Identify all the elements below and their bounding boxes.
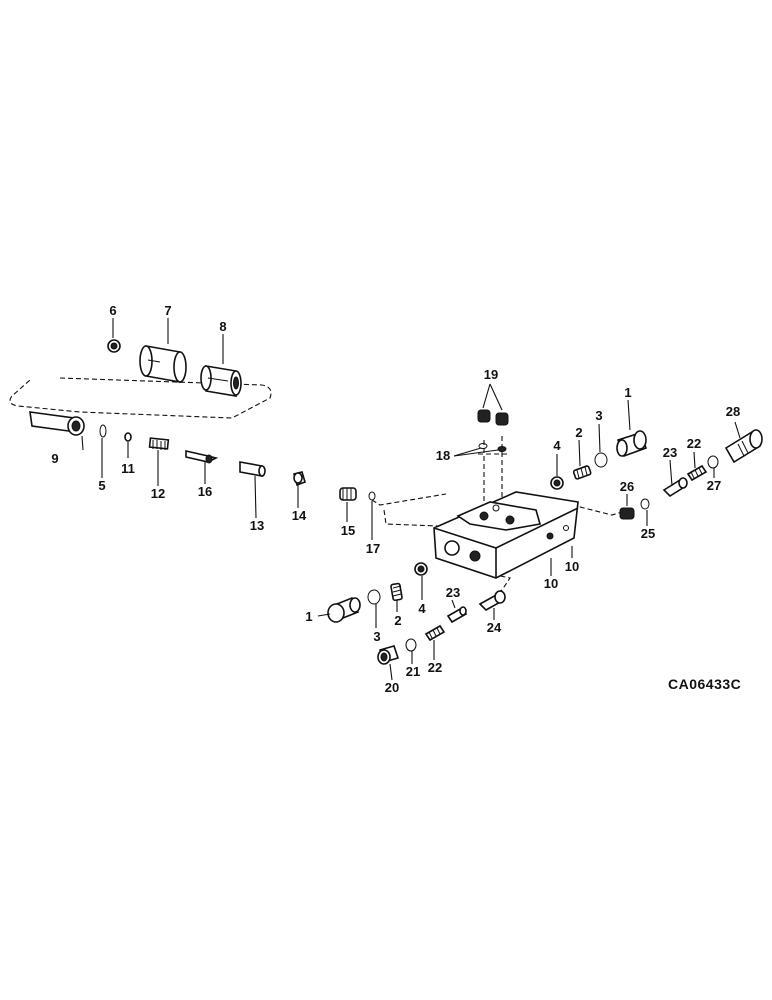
callout-2-right: 2 bbox=[575, 425, 582, 440]
part-11-ball bbox=[124, 432, 132, 442]
part-18-washers bbox=[478, 443, 507, 452]
callout-22-left: 22 bbox=[428, 660, 442, 675]
part-23-poppet-right bbox=[662, 477, 688, 498]
callout-3-right: 3 bbox=[595, 408, 602, 423]
part-27-o-ring bbox=[707, 455, 719, 469]
callout-25: 25 bbox=[641, 526, 655, 541]
part-8-cylinder bbox=[200, 365, 242, 397]
part-2-spring-right bbox=[572, 465, 592, 480]
part-22-spring-right bbox=[686, 464, 708, 482]
assembly-line-left bbox=[9, 377, 272, 419]
callout-13: 13 bbox=[250, 518, 264, 533]
callout-23-right: 23 bbox=[663, 445, 677, 460]
part-26-plug bbox=[619, 507, 635, 520]
callout-12: 12 bbox=[151, 486, 165, 501]
part-9-sleeve bbox=[29, 411, 85, 436]
callout-1-right: 1 bbox=[624, 385, 631, 400]
callout-10-a: 10 bbox=[565, 559, 579, 574]
callout-4-right: 4 bbox=[553, 438, 561, 453]
part-4-nut-left bbox=[414, 562, 428, 576]
part-28-housing bbox=[724, 429, 763, 464]
part-2-spring-left bbox=[390, 582, 403, 602]
callout-4-left: 4 bbox=[418, 601, 426, 616]
part-21-o-ring bbox=[405, 638, 417, 652]
callout-2-left: 2 bbox=[394, 613, 401, 628]
callout-5: 5 bbox=[98, 478, 105, 493]
callout-28: 28 bbox=[726, 404, 740, 419]
part-15-plug bbox=[339, 487, 357, 501]
callout-20: 20 bbox=[385, 680, 399, 695]
part-3-o-ring-right bbox=[594, 452, 608, 468]
callout-11: 11 bbox=[121, 461, 135, 476]
callout-7: 7 bbox=[164, 303, 171, 318]
part-3-o-ring-left bbox=[367, 589, 381, 605]
part-16-needle bbox=[185, 449, 219, 464]
part-25-o-ring bbox=[640, 498, 650, 510]
callout-26: 26 bbox=[620, 479, 634, 494]
callout-1-left: 1 bbox=[305, 609, 312, 624]
part-19-plugs bbox=[477, 409, 509, 426]
callout-14: 14 bbox=[292, 508, 307, 523]
callout-23-left: 23 bbox=[446, 585, 460, 600]
callout-21: 21 bbox=[406, 664, 420, 679]
leader-lines bbox=[81, 318, 741, 681]
callout-24: 24 bbox=[487, 620, 502, 635]
assembly-line-right bbox=[371, 493, 623, 527]
callout-6: 6 bbox=[109, 303, 116, 318]
part-17-o-ring bbox=[368, 491, 376, 501]
callout-15: 15 bbox=[341, 523, 355, 538]
part-6-nut bbox=[107, 339, 121, 353]
callout-22-right: 22 bbox=[687, 436, 701, 451]
part-22-spring-left bbox=[424, 624, 446, 642]
callout-3-left: 3 bbox=[373, 629, 380, 644]
diagram-code: CA06433C bbox=[668, 676, 741, 692]
part-5-o-ring bbox=[99, 424, 107, 438]
valve-body bbox=[433, 491, 579, 579]
assembly-line-top bbox=[478, 436, 510, 505]
part-4-nut-right bbox=[550, 476, 564, 490]
callout-10-b: 10 bbox=[544, 576, 558, 591]
part-24-valve bbox=[478, 590, 506, 611]
part-7-cylinder bbox=[139, 345, 187, 383]
callout-9: 9 bbox=[51, 451, 58, 466]
part-12-spring bbox=[148, 437, 170, 450]
callout-8: 8 bbox=[219, 319, 226, 334]
callout-labels: 6 7 8 9 5 11 12 16 13 14 15 17 19 18 4 2… bbox=[51, 303, 740, 695]
callout-17: 17 bbox=[366, 541, 380, 556]
callout-19: 19 bbox=[484, 367, 498, 382]
callout-27: 27 bbox=[707, 478, 721, 493]
part-23-poppet-left bbox=[446, 606, 468, 624]
part-1-fitting-right bbox=[616, 430, 648, 458]
callout-18: 18 bbox=[436, 448, 450, 463]
part-20-cap bbox=[377, 645, 400, 665]
part-14-cap bbox=[293, 471, 306, 487]
callout-16: 16 bbox=[198, 484, 212, 499]
part-13-pin bbox=[239, 461, 266, 477]
part-1-fitting-left bbox=[327, 596, 361, 623]
